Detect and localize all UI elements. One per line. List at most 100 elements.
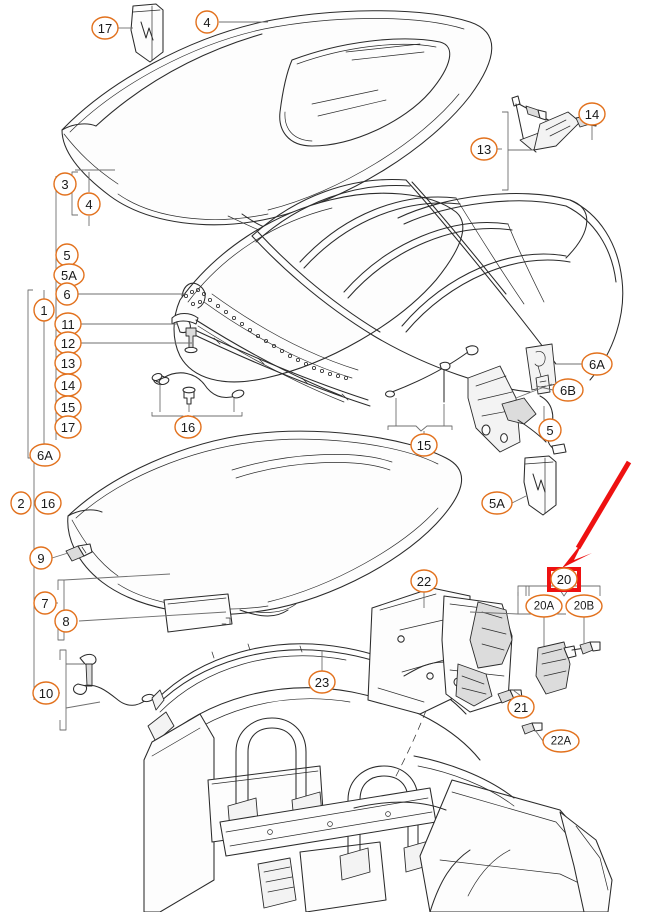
callout-ellipse [581,352,613,376]
callout-23[interactable]: 23 [308,670,336,694]
release-cable-group-15 [384,345,479,432]
callout-20b[interactable]: 20B [565,594,603,618]
callout-ellipse [54,609,78,633]
callout-9[interactable]: 9 [29,546,53,570]
callout-ellipse [565,594,603,618]
repair-patch-17 [130,3,164,63]
red-arrow-pointer [562,460,632,568]
callout-label: 9 [37,551,44,566]
callout-ellipse [481,491,513,515]
callout-label: 17 [61,420,75,435]
callout-label: 5 [63,248,70,263]
callout-ellipse [507,695,535,719]
callout-21[interactable]: 21 [507,695,535,719]
lock-motor-module-20a [535,641,599,695]
callout-label: 1 [40,303,47,318]
callout-1[interactable]: 1 [33,298,55,322]
callout-20[interactable]: 20 [550,567,578,591]
callout-label: 22A [551,736,572,748]
roof-outer-shell-top [61,10,493,233]
callout-label: 11 [61,317,75,332]
callout-ellipse [538,418,562,442]
callout-20a[interactable]: 20A [525,594,563,618]
callout-label: 13 [477,142,491,157]
roof-latch-mechanism [467,365,547,453]
callout-ellipse [410,433,438,457]
screw-20b [579,641,601,655]
callout-label: 3 [61,177,68,192]
callout-3[interactable]: 3 [53,172,77,196]
callout-label: 6 [63,287,70,302]
callout-22a[interactable]: 22A [542,729,580,753]
rear-lid-seal-23 [151,643,467,715]
callout-13[interactable]: 13 [54,351,82,375]
callout-6[interactable]: 6 [55,282,79,306]
callout-label: 20A [534,601,555,613]
callout-8[interactable]: 8 [54,609,78,633]
callout-ellipse [29,443,61,467]
callout-ellipse [550,567,578,591]
callout-14[interactable]: 14 [54,373,82,397]
callout-ellipse [308,670,336,694]
callout-label: 16 [41,496,55,511]
callout-6a[interactable]: 6A [29,443,61,467]
callout-4[interactable]: 4 [195,10,219,34]
callout-6b[interactable]: 6B [552,378,584,402]
callout-label: 14 [585,107,599,122]
callout-7[interactable]: 7 [33,591,57,615]
callout-label: 23 [315,675,329,690]
callout-label: 10 [39,686,53,701]
callout-14[interactable]: 14 [578,102,606,126]
callout-label: 4 [85,197,92,212]
callout-ellipse [525,594,563,618]
cable-harness-parts-group [151,372,245,422]
callout-4[interactable]: 4 [77,192,101,216]
callout-17[interactable]: 17 [54,415,82,439]
callout-10[interactable]: 10 [32,681,60,705]
callout-ellipse [32,681,60,705]
rail-trim-strip-and-screw [171,312,345,403]
callout-ellipse [29,546,53,570]
callout-ellipse [470,137,498,161]
callout-13[interactable]: 13 [470,137,498,161]
callout-12[interactable]: 12 [54,331,82,355]
callout-2[interactable]: 2 [10,491,32,515]
callout-ellipse [55,282,79,306]
callout-label: 13 [61,356,75,371]
callout-22[interactable]: 22 [410,569,438,593]
callout-5[interactable]: 5 [55,243,79,267]
callout-label: 5A [489,496,505,511]
screw-9 [65,543,93,562]
callout-6a[interactable]: 6A [581,352,613,376]
callout-label: 5 [546,423,553,438]
callout-ellipse [578,102,606,126]
callout-label: 21 [514,700,528,715]
callout-label: 22 [417,574,431,589]
callout-ellipse [77,192,101,216]
callout-label: 20B [574,601,595,613]
callout-16[interactable]: 16 [174,415,202,439]
callout-16[interactable]: 16 [34,491,62,515]
screw-and-cable-10 [72,653,155,706]
callout-label: 20 [557,572,571,587]
callout-17[interactable]: 17 [91,16,119,40]
callout-label: 6A [589,357,605,372]
callout-ellipse [542,729,580,753]
callout-ellipse [53,172,77,196]
callout-15[interactable]: 15 [54,395,82,419]
callout-ellipse [195,10,219,34]
callout-5a[interactable]: 5A [481,491,513,515]
rear-body-structure [143,623,613,912]
callout-label: 4 [203,15,210,30]
callout-ellipse [54,415,82,439]
callout-5[interactable]: 5 [538,418,562,442]
callout-label: 7 [41,596,48,611]
callout-ellipse [33,298,55,322]
callout-ellipse [10,491,32,515]
callout-5a[interactable]: 5A [53,263,85,287]
callout-15[interactable]: 15 [410,433,438,457]
